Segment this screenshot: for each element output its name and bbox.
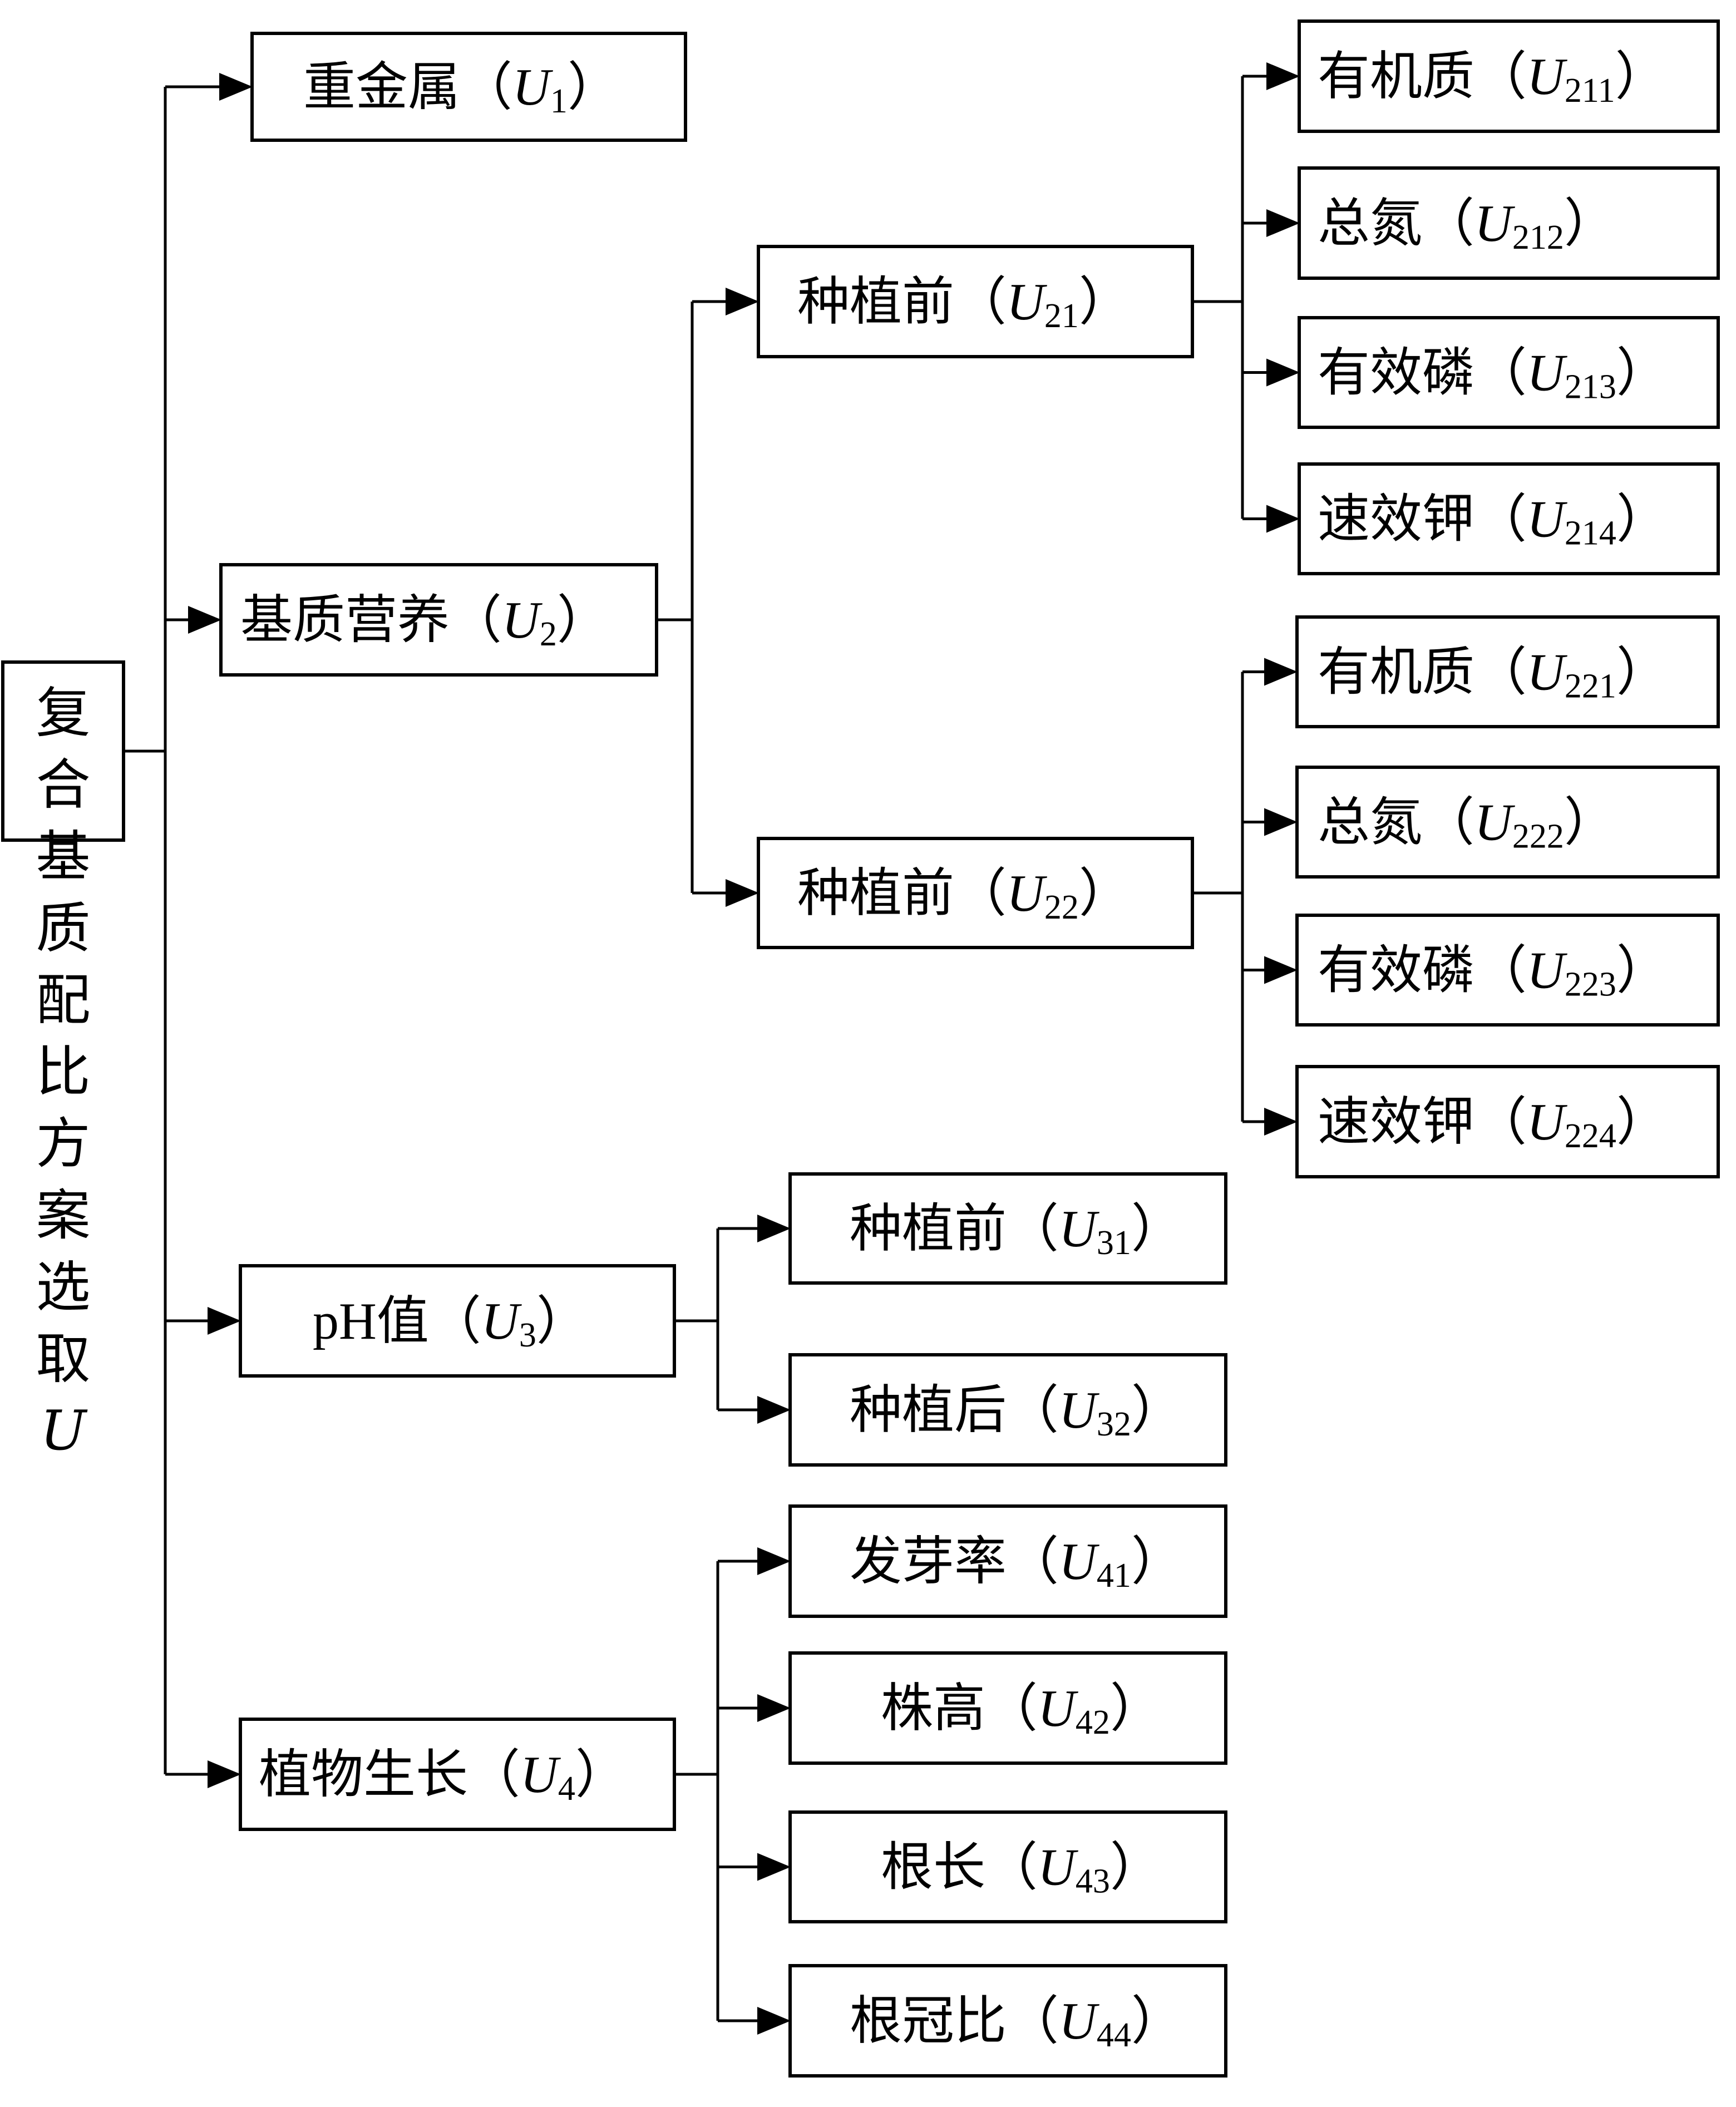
- node-box: [757, 837, 1194, 949]
- node-u212: 总氮（U212）: [1298, 166, 1720, 280]
- node-u42: 株高（U42）: [788, 1651, 1227, 1765]
- connector-lines: [124, 62, 1300, 2035]
- node-box: [239, 1264, 676, 1378]
- node-box: [788, 1353, 1227, 1467]
- node-u44: 根冠比（U44）: [788, 1964, 1227, 2078]
- node-u224: 速效钾（U224）: [1295, 1065, 1720, 1178]
- root-char: 取: [36, 1328, 90, 1391]
- node-label: 有效磷（U223）: [1318, 940, 1669, 1004]
- node-u1: 重金属（U1）: [250, 32, 687, 142]
- node-label: 重金属（U1）: [303, 57, 620, 120]
- node-label: 有机质（U221）: [1318, 642, 1669, 705]
- node-box: [219, 563, 658, 677]
- node-u221: 有机质（U221）: [1295, 615, 1720, 728]
- root-char: 合: [36, 753, 90, 817]
- node-label: 有机质（U211）: [1318, 46, 1668, 110]
- node-label: 株高（U42）: [881, 1678, 1162, 1741]
- node-label: 速效钾（U214）: [1318, 489, 1669, 552]
- node-boxes: 重金属（U1） 基质营养（U2） pH值（U3） 植物生长（U4） 种植前（U21） 种植…: [219, 19, 1720, 2078]
- node-box: [788, 1964, 1227, 2078]
- node-label: pH值（U3）: [313, 1291, 589, 1354]
- node-box: [1298, 19, 1720, 133]
- node-label: 根长（U43）: [881, 1837, 1162, 1901]
- node-box: [239, 1718, 676, 1831]
- node-box: [1295, 914, 1720, 1027]
- root-char: 比: [36, 1040, 90, 1104]
- node-label: 发芽率（U41）: [850, 1531, 1183, 1595]
- root-char: 选: [36, 1256, 90, 1319]
- node-label: 种植后（U32）: [850, 1380, 1183, 1443]
- node-u4: 植物生长（U4）: [239, 1718, 676, 1831]
- node-box: [1298, 166, 1720, 280]
- node-label: 种植前（U22）: [797, 863, 1131, 926]
- node-box: [1295, 615, 1720, 728]
- node-u21: 种植前（U21）: [757, 245, 1194, 358]
- node-u2: 基质营养（U2）: [219, 563, 658, 677]
- root-char: 配: [36, 969, 90, 1032]
- node-box: [788, 1810, 1227, 1923]
- root-char: 基: [36, 825, 90, 889]
- node-box: [250, 32, 687, 142]
- node-u32: 种植后（U32）: [788, 1353, 1227, 1467]
- node-label: 有效磷（U213）: [1318, 343, 1669, 406]
- root-char: 复: [36, 682, 90, 745]
- node-u41: 发芽率（U41）: [788, 1504, 1227, 1618]
- node-label: 种植前（U31）: [850, 1198, 1183, 1262]
- node-u222: 总氮（U222）: [1295, 766, 1720, 879]
- node-label: 基质营养（U2）: [240, 590, 609, 653]
- root-char: 质: [36, 897, 90, 960]
- node-box: [1295, 1065, 1720, 1178]
- node-label: 种植前（U21）: [797, 272, 1131, 335]
- node-box: [788, 1504, 1227, 1618]
- node-u43: 根长（U43）: [788, 1810, 1227, 1923]
- node-box: [788, 1651, 1227, 1765]
- node-u3: pH值（U3）: [239, 1264, 676, 1378]
- node-u213: 有效磷（U213）: [1298, 316, 1720, 429]
- node-u214: 速效钾（U214）: [1298, 462, 1720, 575]
- root-box: [1, 660, 125, 842]
- root-char: 案: [36, 1184, 90, 1247]
- node-box: [788, 1172, 1227, 1285]
- node-label: 总氮（U212）: [1318, 193, 1616, 256]
- node-label: 总氮（U222）: [1318, 792, 1616, 856]
- node-label: 速效钾（U224）: [1318, 1092, 1669, 1155]
- node-u223: 有效磷（U223）: [1295, 914, 1720, 1027]
- root-symbol: U: [40, 1399, 88, 1463]
- node-box: [1298, 462, 1720, 575]
- node-label: 植物生长（U4）: [259, 1744, 628, 1808]
- node-u211: 有机质（U211）: [1298, 19, 1720, 133]
- node-box: [757, 245, 1194, 358]
- node-label: 根冠比（U44）: [850, 1991, 1183, 2054]
- root-char: 方: [36, 1112, 90, 1176]
- node-u31: 种植前（U31）: [788, 1172, 1227, 1285]
- node-box: [1298, 316, 1720, 429]
- node-u22: 种植前（U22）: [757, 837, 1194, 949]
- node-box: [1295, 766, 1720, 879]
